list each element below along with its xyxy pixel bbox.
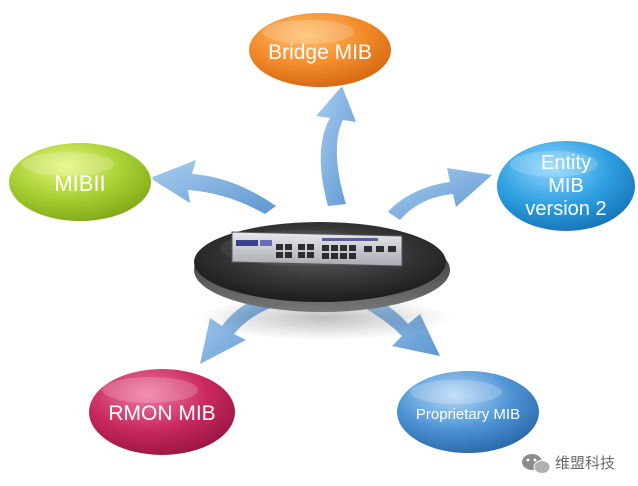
entity-mib-label-line1: Entity <box>541 152 591 174</box>
node-mibii: MIBII <box>7 141 153 223</box>
watermark-text: 维盟科技 <box>555 454 615 472</box>
rmon-mib-label: RMON MIB <box>108 402 215 425</box>
watermark: 维盟科技 <box>522 454 615 474</box>
entity-mib-label-line3: version 2 <box>525 198 606 220</box>
node-proprietary-mib: Proprietary MIB <box>395 369 541 455</box>
node-bridge-mib: Bridge MIB <box>247 11 393 89</box>
arrow-to-bridge-mib <box>316 86 356 206</box>
mibii-label: MIBII <box>54 171 105 196</box>
network-switch-device <box>231 231 403 267</box>
node-entity-mib: Entity MIB version 2 <box>495 139 637 233</box>
node-rmon-mib: RMON MIB <box>87 367 237 457</box>
wechat-icon <box>522 454 551 474</box>
entity-mib-label-line2: MIB <box>548 175 584 197</box>
arrow-to-mibii <box>150 160 276 214</box>
arrow-to-entity-mib <box>388 168 492 220</box>
bridge-mib-label: Bridge MIB <box>268 41 372 64</box>
proprietary-mib-label: Proprietary MIB <box>416 406 520 423</box>
